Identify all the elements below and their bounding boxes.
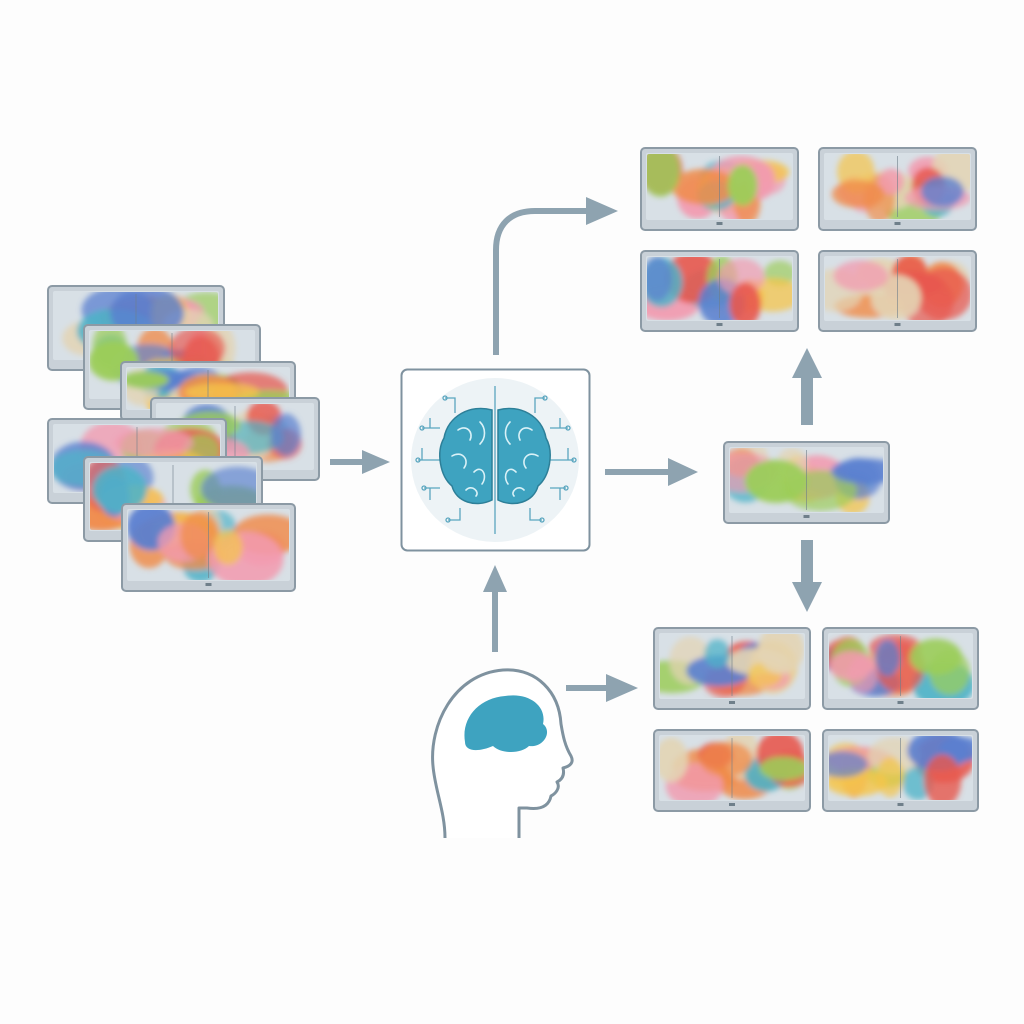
brain-network-icon: [400, 368, 591, 552]
brain-heatmap-icon: [640, 250, 799, 332]
arrow-model-to-center: [605, 458, 698, 486]
head-profile-icon: [431, 668, 574, 839]
bottom-output-map-4: [822, 729, 979, 812]
arrow-input-to-model: [330, 450, 390, 474]
top-output-map-3: [640, 250, 799, 332]
brain-heatmap-icon: [822, 729, 979, 812]
top-output-map-4: [818, 250, 977, 332]
arrow-subject-to-model: [483, 565, 507, 652]
input-map-7: [121, 503, 296, 592]
brain-heatmap-icon: [822, 627, 979, 710]
brain-heatmap-icon: [653, 729, 811, 812]
subject-head: [425, 662, 575, 840]
model-box: [400, 368, 591, 552]
brain-heatmap-icon: [653, 627, 811, 710]
arrow-model-to-top-head: [586, 197, 618, 225]
arrow-model-to-top: [493, 208, 590, 355]
bottom-output-map-1: [653, 627, 811, 710]
arrow-center-to-top: [792, 348, 822, 425]
top-output-map-1: [640, 147, 799, 231]
brain-heatmap-icon: [818, 147, 977, 231]
bottom-output-map-3: [653, 729, 811, 812]
brain-heatmap-icon: [723, 441, 890, 524]
bottom-output-map-2: [822, 627, 979, 710]
arrow-subject-to-bottom: [566, 674, 638, 702]
arrow-center-to-bottom: [792, 540, 822, 612]
brain-heatmap-icon: [121, 503, 296, 592]
center-output-map: [723, 441, 890, 524]
brain-heatmap-icon: [818, 250, 977, 332]
top-output-map-2: [818, 147, 977, 231]
brain-heatmap-icon: [640, 147, 799, 231]
